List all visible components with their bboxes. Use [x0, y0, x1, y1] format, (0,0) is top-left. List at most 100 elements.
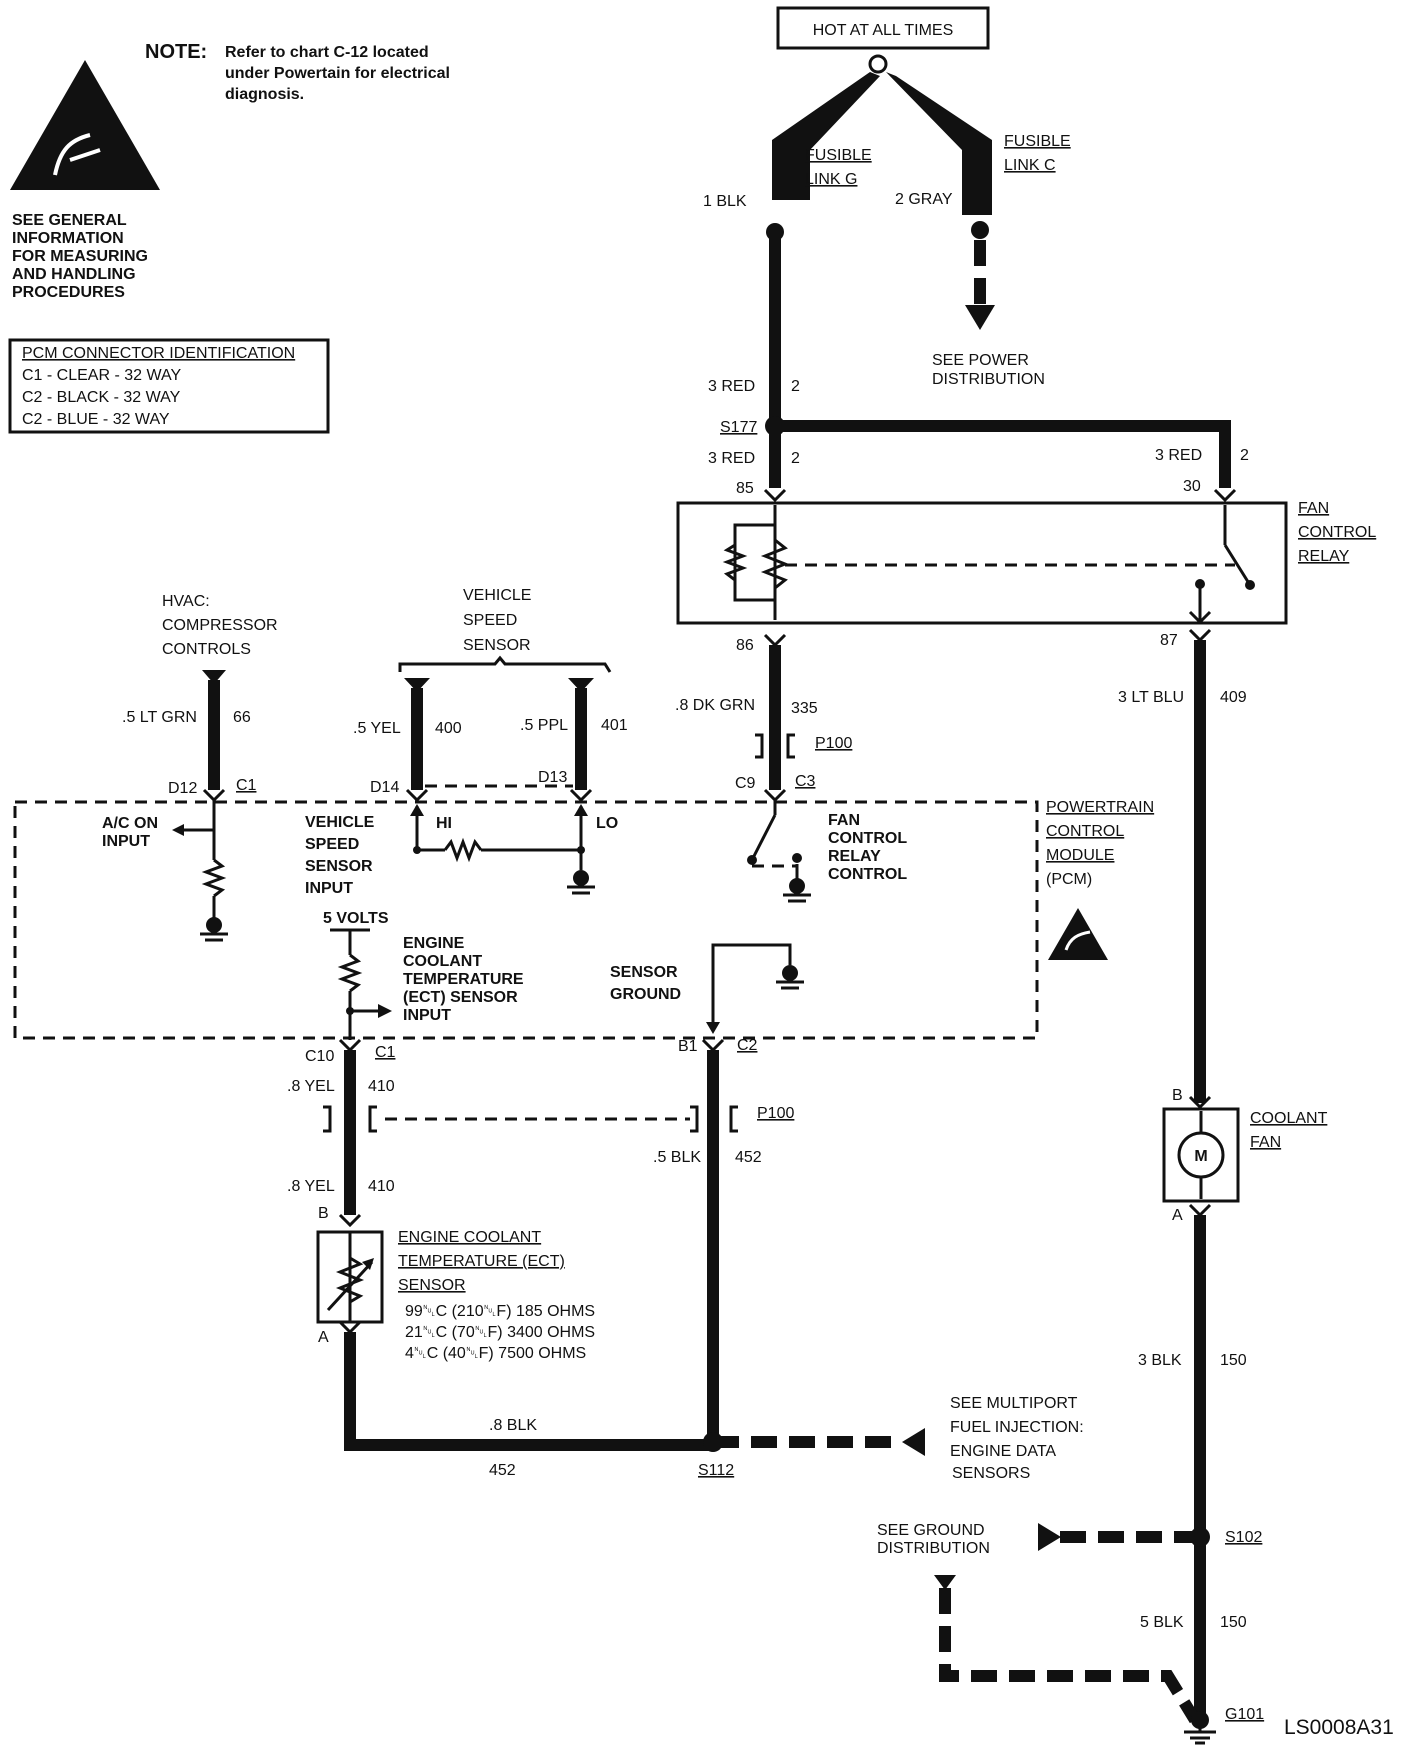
ac-ground-icon	[206, 917, 222, 933]
pcm-table-title: PCM CONNECTOR IDENTIFICATION	[22, 345, 295, 362]
vss-ground-icon	[573, 870, 589, 886]
ect-name-line-2: TEMPERATURE (ECT)	[398, 1253, 565, 1270]
pcm-name-line-1: POWERTRAIN	[1046, 799, 1154, 816]
vss-hi-node	[413, 846, 421, 854]
ect-input-line-1: ENGINE	[403, 935, 465, 952]
fan-pin-b-terminal	[1188, 1095, 1212, 1110]
fan-ctrl-line-4: CONTROL	[828, 866, 907, 883]
note-heading: NOTE:	[145, 41, 207, 63]
ect-blk-circuit: 452	[735, 1149, 762, 1166]
fan-ctrl-line-2: CONTROL	[828, 830, 907, 847]
fan-wire-color: 3 LT BLU	[1118, 689, 1184, 706]
vss-bracket	[398, 655, 612, 673]
ect-spec-2: 21␀C (70␀F) 3400 OHMS	[405, 1324, 595, 1341]
power-source-node	[868, 54, 888, 74]
mfi-line-2: FUEL INJECTION:	[950, 1419, 1084, 1436]
fusible-c-line-1: FUSIBLE	[1004, 133, 1071, 150]
relay-coil-bracket	[733, 523, 775, 602]
ground-g101-label: G101	[1225, 1706, 1264, 1723]
p100-blk-right-half	[729, 1105, 738, 1133]
pcm-table-row-1: C1 - CLEAR - 32 WAY	[22, 367, 181, 384]
fan-ctrl-terminal	[763, 788, 787, 803]
ect-thermistor-arrow	[326, 1260, 374, 1312]
esd-line-1: SEE GENERAL	[12, 212, 127, 229]
fan-ctrl-switch-pivot	[747, 855, 757, 865]
hvac-wire-circuit: 66	[233, 709, 251, 726]
p100-top-right-half	[786, 733, 795, 759]
relay-pin-30-terminal	[1213, 488, 1237, 503]
splice-s177-label: S177	[720, 419, 757, 436]
vss-lo-arrow-icon	[574, 804, 588, 816]
vss-pin-d14: D14	[370, 779, 399, 796]
ect-name-line-1: ENGINE COOLANT	[398, 1229, 541, 1246]
ect-b1-terminal	[701, 1038, 725, 1053]
sensor-ground-lead	[711, 943, 792, 1030]
relay-pin-87: 87	[1160, 632, 1178, 649]
ect-c10-terminal	[338, 1038, 362, 1053]
fan-ctrl-line-3: RELAY	[828, 848, 881, 865]
ect-input-arrow-icon	[378, 1004, 392, 1018]
fan-name-line-2: FAN	[1250, 1134, 1281, 1151]
p100-blk-left-half	[690, 1105, 699, 1133]
pcm-conn-c3: C3	[795, 773, 816, 790]
relay-name-line-1: FAN	[1298, 500, 1329, 517]
see-ground-line-2: DISTRIBUTION	[877, 1540, 990, 1557]
p100-top-label: P100	[815, 735, 852, 752]
note-line-1: Refer to chart C-12 located	[225, 44, 429, 61]
p100-top-left-half	[755, 733, 764, 759]
ground-distribution-arrow-icon	[1038, 1523, 1061, 1551]
p100-ect-right-half	[368, 1105, 377, 1133]
see-power-line-2: DISTRIBUTION	[932, 371, 1045, 388]
fan-pin-a: A	[1172, 1207, 1183, 1224]
wire-c-color: 3 RED	[1155, 447, 1202, 464]
splice-s112-label: S112	[698, 1462, 734, 1479]
relay-ctrl-circuit: 335	[791, 700, 818, 717]
ect-gnd-color: .8 BLK	[489, 1417, 537, 1434]
fan-name-line-1: COOLANT	[1250, 1110, 1328, 1127]
pcm-table-row-3: C2 - BLUE - 32 WAY	[22, 411, 170, 428]
ect-conn-c2: C2	[737, 1037, 758, 1054]
see-power-arrow	[965, 305, 995, 330]
ect-spec-3: 4␀C (40␀F) 7500 OHMS	[405, 1345, 586, 1362]
vss-input-line-3: SENSOR	[305, 858, 373, 875]
vss-pin-d13: D13	[538, 769, 567, 786]
wire-g-color: 1 BLK	[703, 193, 747, 210]
ect-input-line-5: INPUT	[403, 1007, 451, 1024]
ac-input-line-1: A/C ON	[102, 815, 158, 832]
ect-conn-c1: C1	[375, 1044, 396, 1061]
fusible-link-c	[886, 72, 992, 215]
esd-line-5: PROCEDURES	[12, 284, 125, 301]
ect-pullup-resistor-icon	[337, 953, 363, 993]
relay-name-line-2: CONTROL	[1298, 524, 1376, 541]
esd-line-3: FOR MEASURING	[12, 248, 148, 265]
ect-thermistor-icon	[335, 1256, 365, 1304]
fan-ctrl-line-1: FAN	[828, 812, 860, 829]
ect-input-line-2: COOLANT	[403, 953, 482, 970]
fusible-c-connector	[971, 221, 989, 239]
pcm-connector-table	[8, 338, 330, 434]
relay-pin-30: 30	[1183, 478, 1201, 495]
hvac-conn-c1: C1	[236, 777, 257, 794]
hvac-arrow-icon	[202, 670, 226, 684]
fan-pin-a-terminal	[1188, 1203, 1212, 1218]
ground-shield-arrow-icon	[934, 1575, 956, 1590]
figure-code: LS0008A31	[1284, 1716, 1394, 1739]
ect-thermistor-arrow-icon	[362, 1258, 374, 1270]
note-line-3: diagnosis.	[225, 86, 304, 103]
hot-at-all-times-box	[776, 6, 990, 50]
fusible-g-line-2: LINK G	[805, 171, 857, 188]
relay-switch-blade	[1223, 544, 1252, 586]
ect-pin-a: A	[318, 1329, 329, 1346]
esd-line-4: AND HANDLING	[12, 266, 136, 283]
vss-ppl-circuit: 401	[601, 717, 628, 734]
mfi-line-1: SEE MULTIPORT	[950, 1395, 1078, 1412]
vss-hi-terminal	[405, 788, 429, 803]
vss-yel-color: .5 YEL	[353, 720, 401, 737]
relay-coil-resistor-icon	[722, 543, 748, 582]
see-ground-line-1: SEE GROUND	[877, 1522, 985, 1539]
p100-ect-left-half	[323, 1105, 332, 1133]
vss-ppl-arrow-icon	[568, 678, 594, 692]
fusible-link-g	[772, 72, 880, 200]
fan-blk-color: 3 BLK	[1138, 1352, 1182, 1369]
relay-pin-86-terminal	[763, 633, 787, 648]
